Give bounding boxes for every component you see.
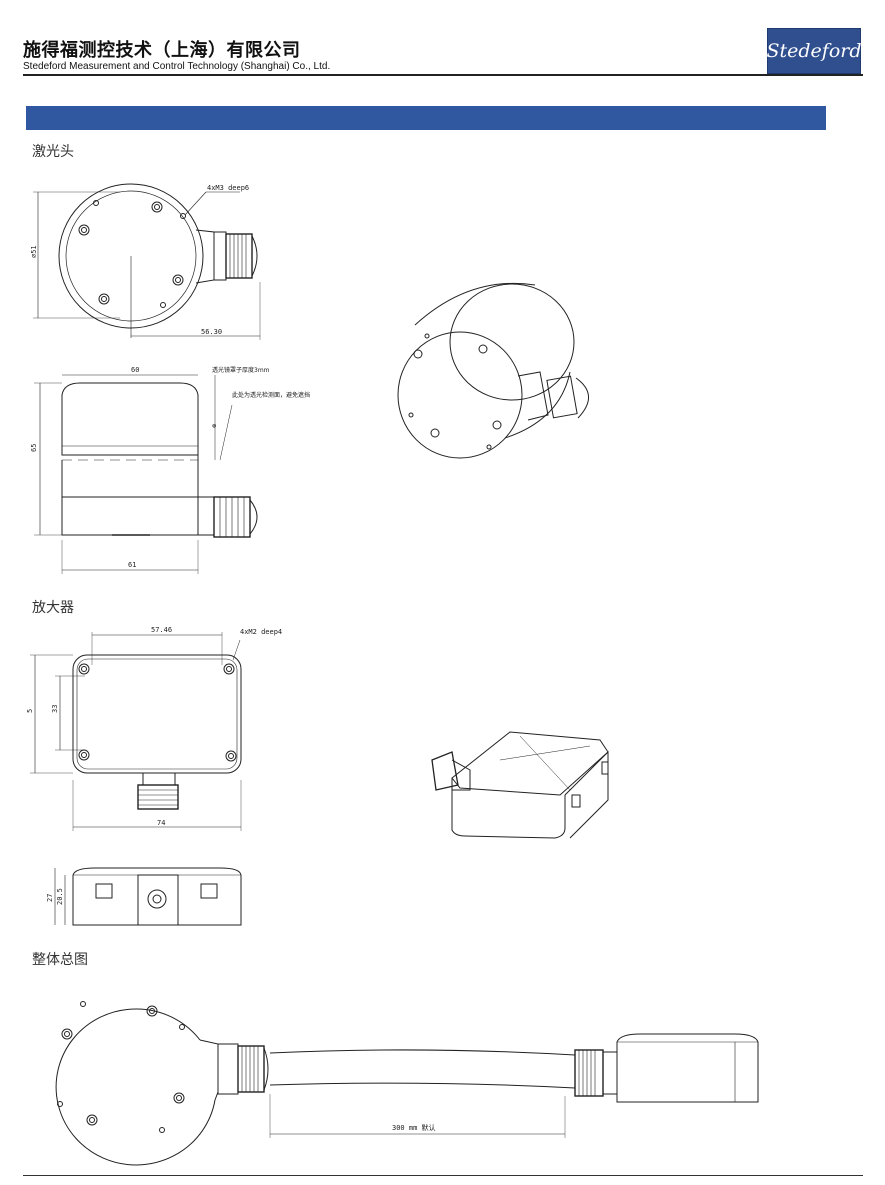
dim-cable-length: 300 mm 默认 bbox=[392, 1123, 436, 1132]
dim-amp-width: 74 bbox=[157, 819, 165, 827]
section-title-overall: 整体总图 bbox=[32, 952, 88, 968]
dim-amp-outer-height: 5 bbox=[26, 709, 34, 713]
company-name-cn: 施得福测控技术（上海）有限公司 bbox=[23, 40, 301, 61]
amplifier-isometric bbox=[431, 731, 609, 839]
company-name-en: Stedeford Measurement and Control Techno… bbox=[23, 61, 331, 72]
note-laser-window: 透光镜罩子厚度3mm bbox=[212, 366, 270, 374]
dim-amp-side-height: 27 bbox=[46, 894, 54, 902]
overall-assembly bbox=[55, 1001, 759, 1166]
dim-laser-top-width: 60 bbox=[131, 366, 139, 374]
laser-head-top-view bbox=[33, 183, 261, 340]
laser-head-isometric bbox=[397, 282, 589, 459]
company-logo: Stedeford bbox=[766, 28, 862, 74]
dim-laser-bottom-width: 61 bbox=[128, 561, 136, 569]
footer-divider bbox=[23, 1175, 863, 1176]
section-title-amplifier: 放大器 bbox=[32, 600, 74, 616]
header-divider bbox=[23, 74, 863, 76]
dim-laser-diameter: ⌀51 bbox=[30, 245, 38, 258]
dim-amp-hole-spacing: 57.46 bbox=[151, 626, 172, 634]
amplifier-side-view bbox=[54, 867, 242, 926]
dim-amp-side-inner: 20.5 bbox=[56, 888, 64, 905]
laser-head-side-view bbox=[34, 374, 258, 574]
dim-amp-hole-note: 4xM2 deep4 bbox=[240, 628, 282, 636]
dim-laser-width-connector: 56.30 bbox=[201, 328, 222, 336]
section-banner bbox=[26, 106, 826, 130]
section-title-laser-head: 激光头 bbox=[32, 144, 74, 160]
amplifier-top-view bbox=[30, 632, 242, 831]
dim-laser-hole-note: 4xM3 deep6 bbox=[207, 184, 249, 192]
dim-amp-inner-height: 33 bbox=[51, 705, 59, 713]
note-laser-surface: 此处为透光检测面，避免遮挡 bbox=[232, 391, 310, 399]
dim-laser-height: 65 bbox=[30, 444, 38, 452]
mark-laser-symbol: ⊗ bbox=[212, 422, 216, 430]
